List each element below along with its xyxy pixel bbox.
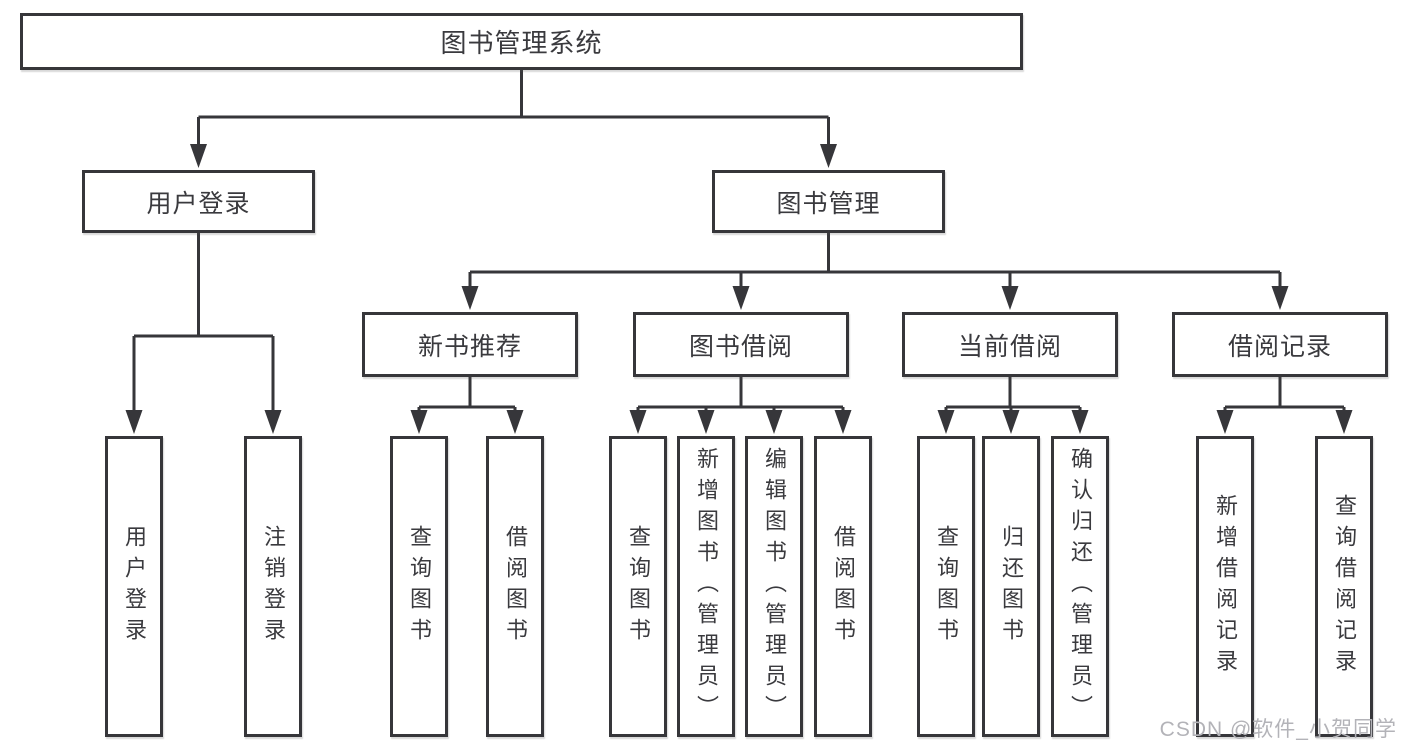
node-leaf-return-book: 归还图书 [982,436,1040,737]
node-system-root-label: 图书管理系统 [440,28,603,58]
node-leaf-edit-book-admin-label: 编辑图书（管理员） [762,447,787,726]
node-leaf-query-books-recommend-label: 查询图书 [407,524,432,649]
node-leaf-query-books-borrowing-label: 查询图书 [626,524,651,649]
node-leaf-add-borrow-record: 新增借阅记录 [1196,436,1254,737]
node-current-borrowing-label: 当前借阅 [957,332,1062,361]
node-leaf-borrow-books-recommend-label: 借阅图书 [503,524,528,649]
node-current-borrowing: 当前借阅 [902,312,1118,377]
node-new-book-recommend-label: 新书推荐 [417,332,522,361]
node-leaf-query-books-recommend: 查询图书 [390,436,448,737]
node-leaf-logout-label: 注销登录 [261,524,286,649]
node-new-book-recommend: 新书推荐 [362,312,578,377]
node-leaf-user-login-label: 用户登录 [122,524,147,649]
node-leaf-borrow-books-recommend: 借阅图书 [486,436,544,737]
node-leaf-add-borrow-record-label: 新增借阅记录 [1213,493,1238,680]
node-leaf-add-book-admin-label: 新增图书（管理员） [694,447,719,726]
node-borrow-records: 借阅记录 [1172,312,1388,377]
node-leaf-borrow-books-borrowing: 借阅图书 [814,436,872,737]
node-leaf-logout: 注销登录 [244,436,302,737]
node-system-root: 图书管理系统 [20,13,1023,70]
node-leaf-query-borrow-record-label: 查询借阅记录 [1332,493,1357,680]
node-borrow-records-label: 借阅记录 [1227,332,1332,361]
node-user-login-label: 用户登录 [146,189,251,218]
node-user-login: 用户登录 [82,170,315,233]
node-book-management-label: 图书管理 [776,189,881,218]
node-leaf-confirm-return-admin-label: 确认归还（管理员） [1068,447,1093,726]
node-book-management: 图书管理 [712,170,945,233]
node-leaf-query-books-current: 查询图书 [917,436,975,737]
node-leaf-add-book-admin: 新增图书（管理员） [677,436,735,737]
node-leaf-return-book-label: 归还图书 [999,524,1024,649]
node-leaf-query-borrow-record: 查询借阅记录 [1315,436,1373,737]
node-book-borrowing: 图书借阅 [633,312,849,377]
node-leaf-query-books-current-label: 查询图书 [934,524,959,649]
node-book-borrowing-label: 图书借阅 [688,332,793,361]
node-leaf-borrow-books-borrowing-label: 借阅图书 [831,524,856,649]
node-leaf-edit-book-admin: 编辑图书（管理员） [745,436,803,737]
node-leaf-confirm-return-admin: 确认归还（管理员） [1051,436,1109,737]
node-leaf-user-login: 用户登录 [105,436,163,737]
node-leaf-query-books-borrowing: 查询图书 [609,436,667,737]
csdn-watermark: CSDN @软件_小贺同学 [1159,718,1397,741]
